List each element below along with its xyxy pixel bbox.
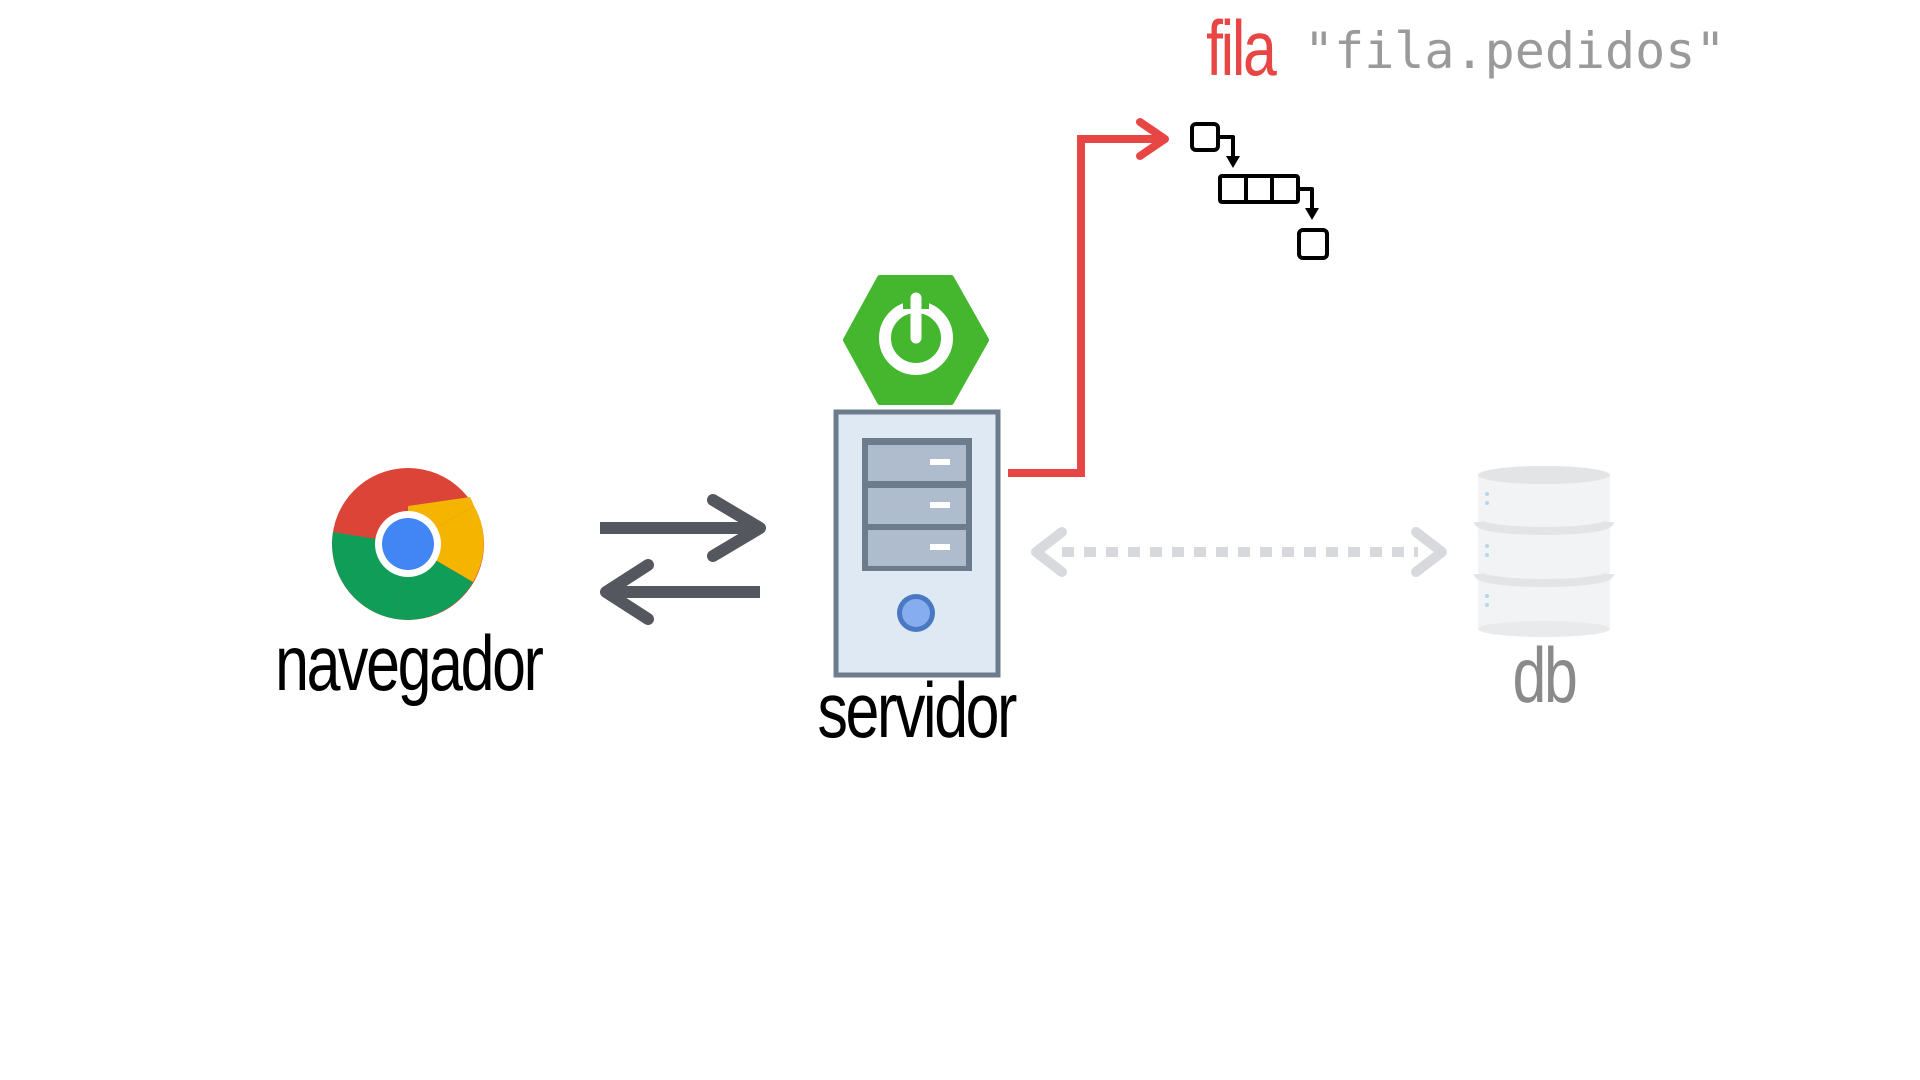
database-icon bbox=[1474, 466, 1614, 637]
server-db-dotted-arrow bbox=[1031, 527, 1447, 577]
queue-icon bbox=[1190, 122, 1329, 260]
spring-power-icon bbox=[843, 275, 989, 405]
browser-label: navegador bbox=[275, 620, 544, 707]
queue-name: "fila.pedidos" bbox=[1304, 22, 1725, 80]
queue-title: fila bbox=[1206, 5, 1277, 92]
chrome-icon bbox=[332, 468, 484, 620]
server-icon bbox=[833, 409, 1001, 678]
server-label: servidor bbox=[817, 667, 1017, 754]
server-to-queue-arrow bbox=[1008, 118, 1169, 477]
db-label: db bbox=[1513, 632, 1576, 719]
request-response-arrows bbox=[600, 494, 766, 625]
